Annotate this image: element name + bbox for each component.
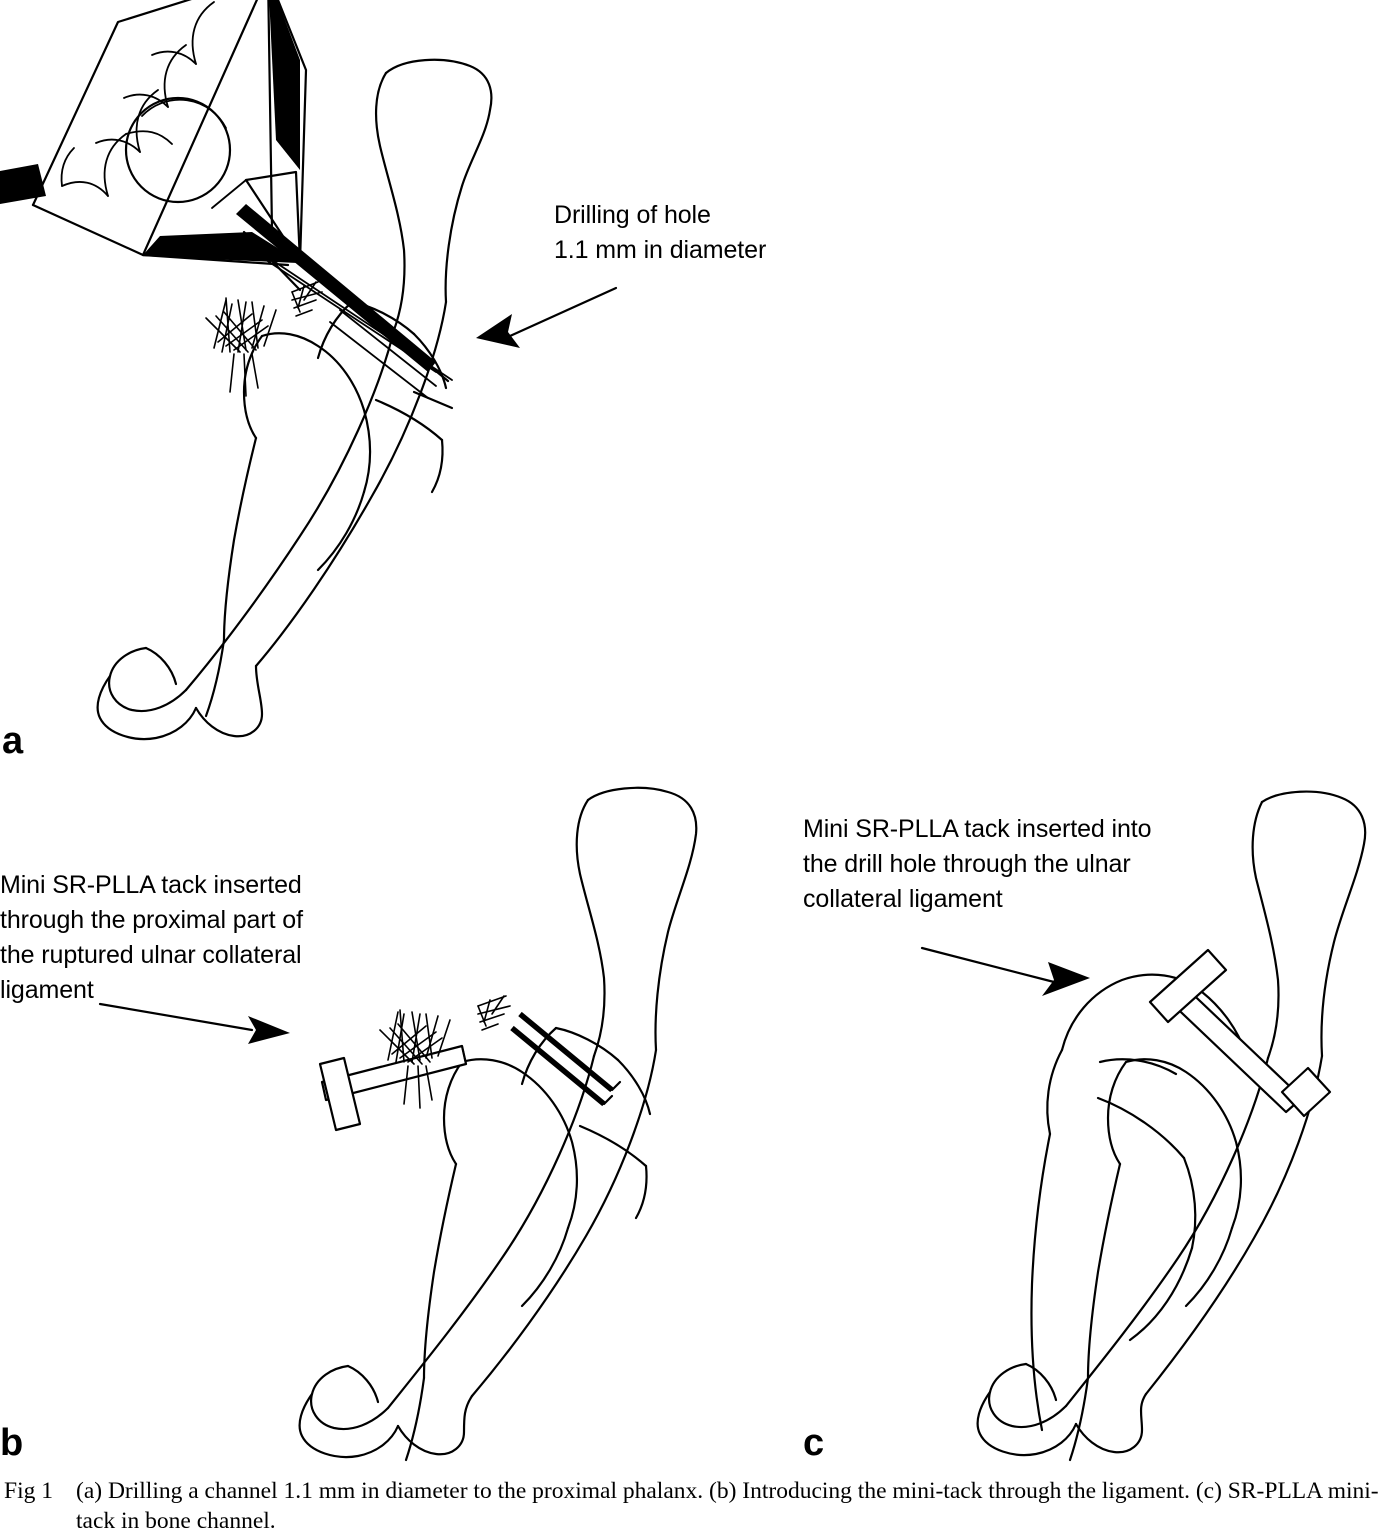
pointer-arrow-a bbox=[476, 286, 618, 348]
panel-letter-b: b bbox=[0, 1422, 24, 1464]
mini-tack-c bbox=[1148, 948, 1332, 1118]
panel-a-artwork bbox=[0, 0, 618, 741]
panel-b-artwork bbox=[98, 786, 698, 1462]
figure-caption: Fig 1 (a) Drilling a channel 1.1 mm in d… bbox=[4, 1476, 1382, 1536]
proximal-phalanx-b bbox=[298, 786, 698, 1459]
torn-ligament-fibres-b bbox=[379, 1009, 451, 1109]
metacarpal-head-c bbox=[1068, 1058, 1243, 1462]
drill-channel-a bbox=[329, 309, 437, 399]
torn-ligament-fibres-a-distal bbox=[291, 281, 323, 317]
torn-ligament-fibres-b-distal bbox=[477, 995, 511, 1031]
metacarpal-head-b bbox=[404, 1058, 579, 1462]
pointer-arrow-c bbox=[920, 946, 1090, 996]
panel-c-artwork bbox=[920, 790, 1367, 1462]
annotation-panel-a: Drilling of hole 1.1 mm in diameter bbox=[554, 201, 767, 264]
joint-capsule-a bbox=[316, 300, 448, 494]
caption-label: Fig 1 bbox=[4, 1478, 53, 1504]
caption-text: (a) Drilling a channel 1.1 mm in diamete… bbox=[76, 1478, 1379, 1534]
metacarpal-head-a bbox=[204, 332, 372, 718]
drill-bit bbox=[236, 204, 454, 410]
proximal-phalanx-c bbox=[976, 790, 1367, 1457]
annotation-panel-c: Mini SR-PLLA tack inserted into the dril… bbox=[803, 815, 1152, 913]
proximal-phalanx-a bbox=[96, 58, 493, 741]
drill-channel-b bbox=[510, 1011, 622, 1107]
pointer-arrow-b bbox=[98, 1002, 290, 1044]
torn-ligament-fibres-a bbox=[205, 297, 277, 397]
annotation-panel-b: Mini SR-PLLA tack inserted through the p… bbox=[0, 871, 303, 1004]
joint-capsule-b bbox=[520, 1026, 652, 1220]
mini-tack-b bbox=[318, 1044, 468, 1132]
panel-letter-a: a bbox=[2, 720, 24, 762]
panel-letter-c: c bbox=[803, 1422, 825, 1464]
